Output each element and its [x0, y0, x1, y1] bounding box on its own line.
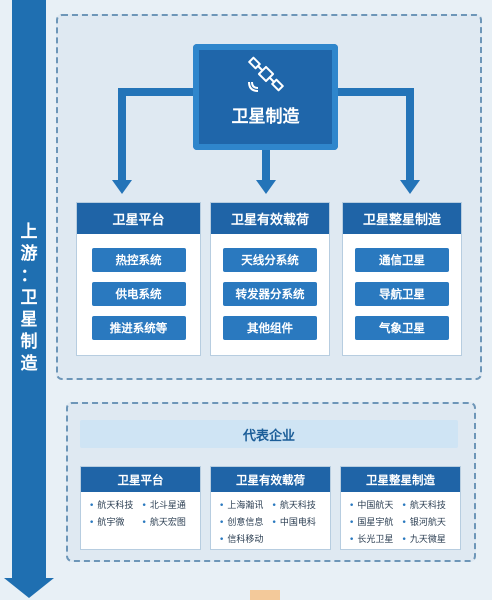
category-card-payload: 卫星有效载荷 天线分系统 转发器分系统 其他组件 — [210, 202, 330, 356]
side-char: 卫 — [20, 288, 38, 308]
representatives-title: 代表企业 — [80, 420, 458, 448]
arrow-down-icon — [400, 180, 420, 194]
category-card-platform: 卫星平台 热控系统 供电系统 推进系统等 — [76, 202, 201, 356]
company-name: 国星宇航 — [349, 515, 402, 528]
category-item: 其他组件 — [223, 316, 317, 340]
connector-left-v — [118, 88, 126, 180]
company-name: 航天科技 — [89, 498, 142, 511]
connector-right-v — [406, 88, 414, 180]
side-char: 星 — [20, 310, 38, 330]
company-name: 九天微星 — [402, 532, 455, 545]
company-name: 银河航天 — [402, 515, 455, 528]
company-name: 航宇微 — [89, 515, 142, 528]
side-char: 上 — [20, 222, 38, 242]
connector-right-h — [338, 88, 412, 96]
company-name: 创意信息 — [219, 515, 272, 528]
category-title: 卫星整星制造 — [343, 203, 461, 234]
side-char: 游 — [20, 244, 38, 264]
connector-left-h — [122, 88, 194, 96]
category-item: 热控系统 — [91, 248, 186, 272]
category-title: 卫星平台 — [77, 203, 200, 234]
hub-title: 卫星制造 — [231, 107, 300, 127]
next-section-edge — [250, 590, 280, 600]
arrow-down-icon — [112, 180, 132, 194]
category-item: 气象卫星 — [355, 316, 449, 340]
category-title: 卫星有效载荷 — [211, 203, 329, 234]
upstream-label: 上 游 ： 卫 星 制 造 — [12, 222, 46, 375]
side-char: ： — [20, 266, 38, 286]
category-item: 推进系统等 — [91, 316, 186, 340]
satellite-icon — [248, 56, 284, 92]
hub-box: 卫星制造 — [193, 44, 338, 150]
rep-card-whole-satellite: 卫星整星制造 中国航天 航天科技 国星宇航 银河航天 长光卫星 九天微星 — [340, 466, 461, 550]
rep-card-platform: 卫星平台 航天科技 北斗星通 航宇微 航天宏图 — [80, 466, 201, 550]
category-item: 供电系统 — [91, 282, 186, 306]
company-name: 中国航天 — [349, 498, 402, 511]
category-item: 导航卫星 — [355, 282, 449, 306]
side-char: 造 — [20, 354, 38, 374]
rep-title: 卫星平台 — [81, 467, 200, 492]
connector-mid-v — [262, 150, 270, 180]
company-name: 航天科技 — [272, 498, 325, 511]
category-item: 转发器分系统 — [223, 282, 317, 306]
category-item: 通信卫星 — [355, 248, 449, 272]
rep-card-payload: 卫星有效载荷 上海瀚讯 航天科技 创意信息 中国电科 信科移动 — [210, 466, 331, 550]
upstream-band — [12, 0, 46, 582]
company-name: 航天宏图 — [142, 515, 195, 528]
company-name: 中国电科 — [272, 515, 325, 528]
company-name: 航天科技 — [402, 498, 455, 511]
down-arrow-icon — [4, 578, 54, 598]
category-item: 天线分系统 — [223, 248, 317, 272]
company-name: 信科移动 — [219, 532, 272, 545]
company-name: 北斗星通 — [142, 498, 195, 511]
category-card-whole-satellite: 卫星整星制造 通信卫星 导航卫星 气象卫星 — [342, 202, 462, 356]
rep-title: 卫星整星制造 — [341, 467, 460, 492]
arrow-down-icon — [256, 180, 276, 194]
side-char: 制 — [20, 332, 38, 352]
company-name: 长光卫星 — [349, 532, 402, 545]
rep-title: 卫星有效载荷 — [211, 467, 330, 492]
company-name: 上海瀚讯 — [219, 498, 272, 511]
